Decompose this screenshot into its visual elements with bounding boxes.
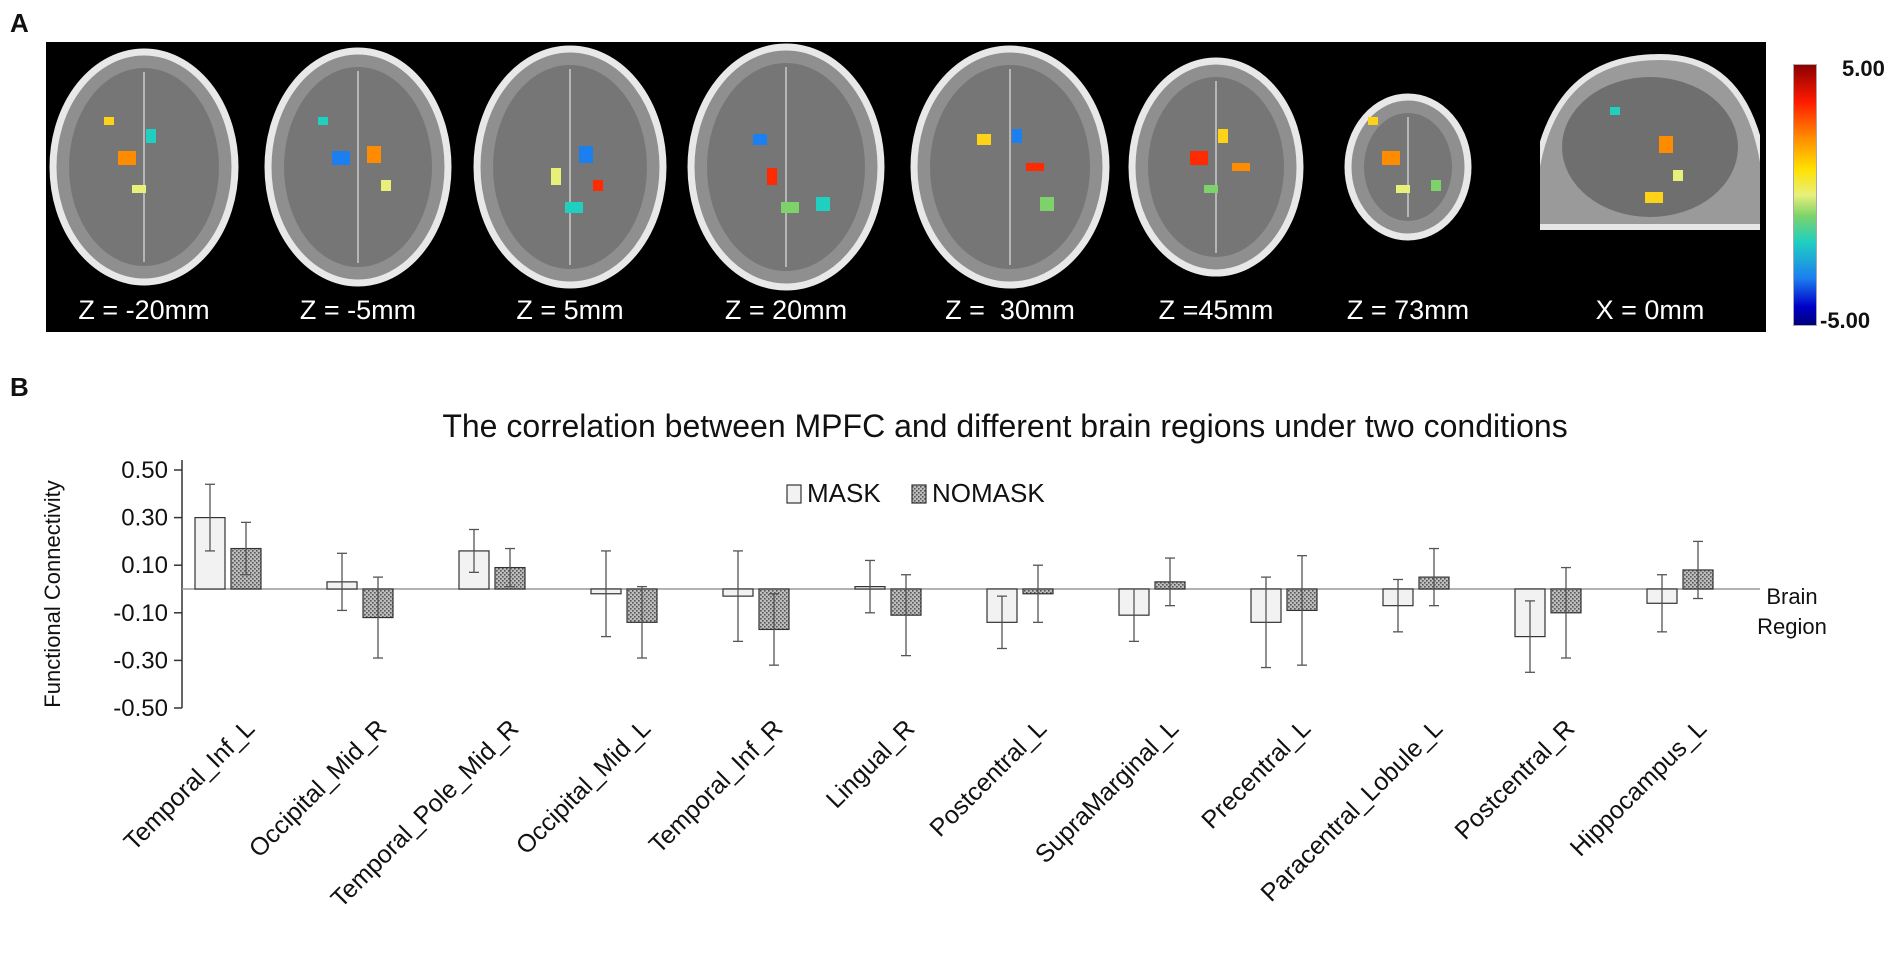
category-label: Precentral_L	[1196, 714, 1316, 834]
brain-slices-strip: Z = -20mm Z = -5mm Z = 5mm Z = 20mm Z = 30mm…	[46, 42, 1772, 332]
y-tick-label: -0.30	[113, 647, 168, 674]
brain-slice-image	[49, 48, 239, 286]
colorbar-min-label: -5.00	[1820, 308, 1871, 333]
y-tick-label: -0.10	[113, 600, 168, 627]
slice-label: Z = 20mm	[724, 295, 848, 325]
brain-slice: Z = 20mm	[686, 42, 886, 332]
chart-title: The correlation between MPFC and differe…	[442, 408, 1567, 444]
slice-label: X = 0mm	[1595, 295, 1705, 325]
y-tick-label: 0.50	[121, 457, 168, 484]
slice-label: Z = -5mm	[299, 295, 417, 325]
brain-slice: X = 0mm	[1528, 42, 1772, 332]
brain-slice: Z = 73mm	[1328, 42, 1488, 332]
bar-chart: The correlation between MPFC and differe…	[40, 408, 1827, 913]
brain-slice-image	[687, 43, 885, 291]
panel-b-letter: B	[10, 372, 29, 402]
category-label: Postcentral_L	[924, 714, 1052, 842]
brain-slice-image	[264, 47, 452, 287]
category-label: Lingual_R	[821, 714, 920, 813]
brain-slice-image	[1128, 57, 1304, 277]
y-tick-label: 0.30	[121, 505, 168, 532]
brain-slice: Z =45mm	[1126, 42, 1306, 332]
legend-label-nomask: NOMASK	[932, 478, 1045, 508]
brain-slice-image	[1528, 53, 1772, 230]
slice-label: Z = 73mm	[1346, 295, 1470, 325]
legend-label-mask: MASK	[807, 478, 881, 508]
legend-swatch-mask	[786, 484, 802, 504]
brain-slice-image	[910, 45, 1110, 289]
y-tick-label: 0.10	[121, 552, 168, 579]
brain-slice: Z = -20mm	[46, 42, 242, 332]
category-label: Temporal_Inf_L	[119, 714, 261, 856]
category-label: Temporal_Inf_R	[644, 714, 789, 859]
panel-a-letter: A	[10, 8, 29, 38]
slice-label: Z = 30mm	[945, 295, 1075, 325]
y-axis-title: Functional Connectivity	[40, 480, 65, 707]
brain-slice: Z = -5mm	[260, 42, 456, 332]
category-label: Hippocampus_L	[1565, 714, 1713, 862]
brain-slice-image	[473, 45, 667, 289]
category-label: Occipital_Mid_R	[244, 714, 393, 863]
slice-label: Z = 5mm	[516, 295, 624, 325]
category-label: Postcentral_R	[1449, 714, 1580, 845]
colorbar-max-label: 5.00	[1842, 56, 1885, 81]
y-tick-label: -0.50	[113, 695, 168, 722]
slice-label: Z = -20mm	[78, 295, 210, 325]
category-label: SupraMarginal_L	[1030, 714, 1184, 868]
colorbar	[1793, 64, 1817, 326]
brain-slice: Z = 5mm	[472, 42, 668, 332]
slice-label: Z =45mm	[1158, 295, 1274, 325]
brain-slice-image	[1344, 93, 1472, 241]
brain-slice: Z = 30mm	[910, 42, 1110, 332]
category-label: Occipital_Mid_L	[511, 714, 657, 860]
legend-swatch-nomask	[911, 484, 927, 504]
